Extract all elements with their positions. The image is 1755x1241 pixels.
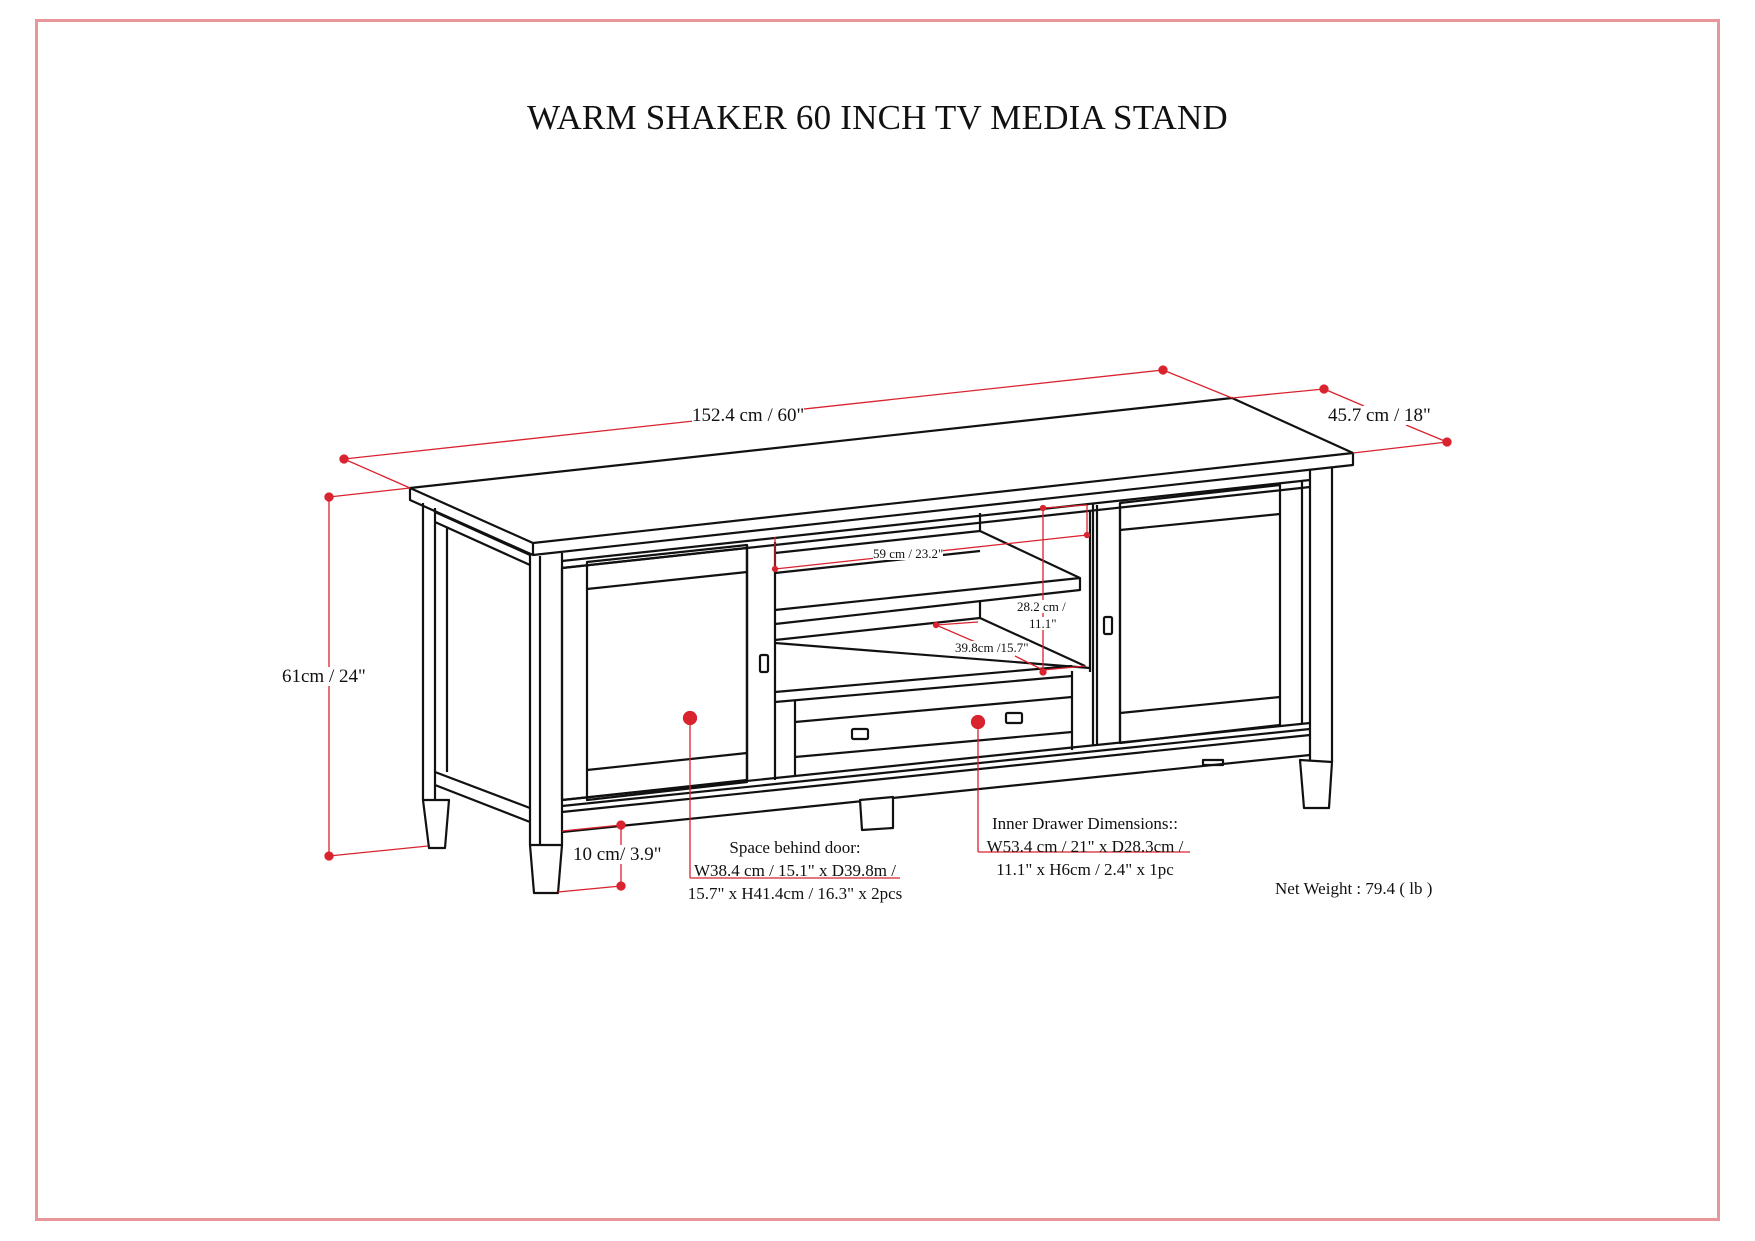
tabletop [408, 396, 1355, 557]
left-door-outline [560, 542, 777, 802]
shelf-depth-label: 39.8cm /15.7" [955, 640, 1029, 655]
drawer-note-line2: W53.4 cm / 21" x D28.3cm / [986, 837, 1184, 856]
drawer [774, 664, 1074, 777]
bottom-plinth [561, 721, 1311, 834]
left-side-panel [434, 510, 531, 824]
front-left-post [528, 553, 564, 895]
center-shelves [774, 505, 1099, 745]
right-front-post [1298, 467, 1334, 810]
door-space-line3: 15.7" x H41.4cm / 16.3" x 2pcs [687, 884, 903, 903]
drawer-note: Inner Drawer Dimensions:: W53.4 cm / 21"… [975, 812, 1195, 881]
door-space-line2: W38.4 cm / 15.1" x D39.8m / [694, 861, 896, 880]
shelf-width-label: 59 cm / 23.2" [873, 546, 944, 561]
depth-dimension-label: 45.7 cm / 18" [1328, 405, 1431, 426]
net-weight-label: Net Weight : 79.4 ( lb ) [1275, 879, 1433, 898]
door-space-note: Space behind door: W38.4 cm / 15.1" x D3… [680, 836, 910, 905]
page-border [35, 19, 1720, 1221]
width-dimension-label: 152.4 cm / 60" [692, 405, 805, 426]
right-door-outline [1091, 482, 1304, 745]
height-dimension-label: 61cm / 24" [282, 666, 366, 687]
left-back-post [421, 503, 451, 850]
drawer-note-title: Inner Drawer Dimensions:: [991, 814, 1178, 833]
door-space-title: Space behind door: [729, 838, 861, 857]
drawer-note-line3: 11.1" x H6cm / 2.4" x 1pc [996, 860, 1174, 879]
shelf-height-label-line1: 28.2 cm / [1017, 599, 1066, 614]
leg-clearance-label: 10 cm/ 3.9" [573, 844, 662, 865]
shelf-height-label-line2: 11.1" [1029, 616, 1057, 631]
page-title: WARM SHAKER 60 INCH TV MEDIA STAND [527, 98, 1228, 137]
